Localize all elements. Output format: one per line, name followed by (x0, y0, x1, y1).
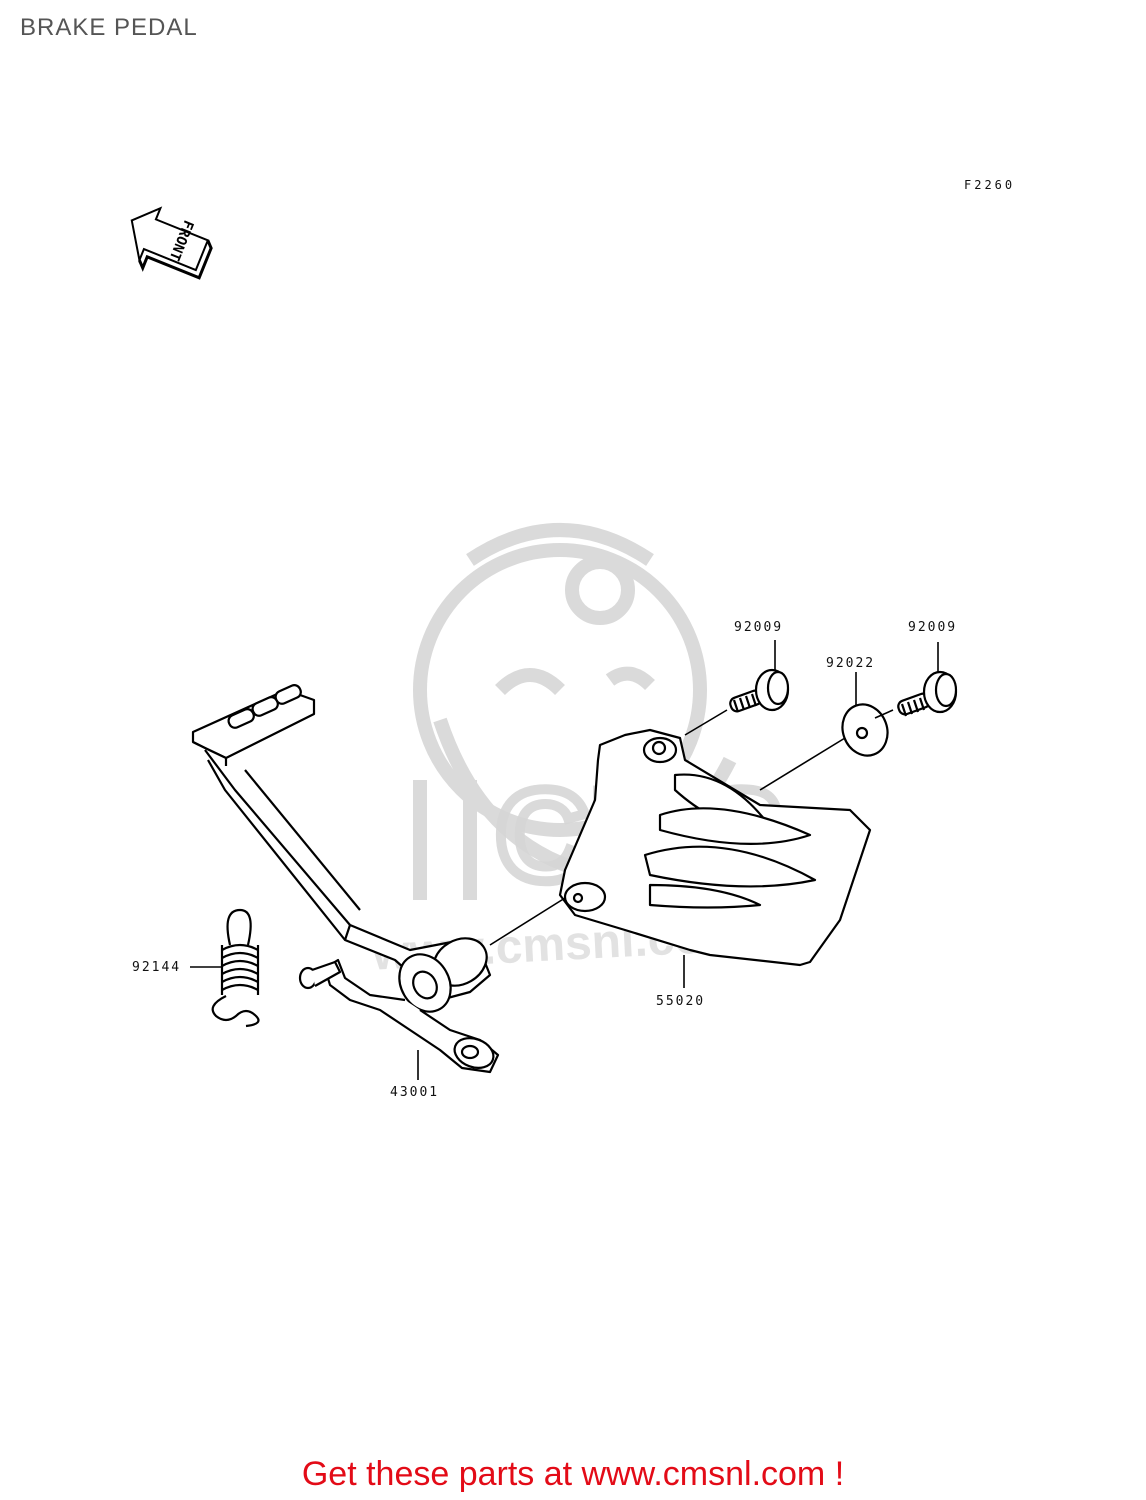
bolt-right-drawing (897, 670, 958, 717)
part-label-92022[interactable]: 92022 (826, 656, 876, 671)
part-label-92009-right[interactable]: 92009 (908, 620, 958, 635)
heel-guard-drawing (558, 728, 872, 967)
part-label-92144[interactable]: 92144 (132, 960, 182, 975)
return-spring-drawing (211, 908, 260, 1028)
front-arrow-icon: FRONT (130, 206, 213, 280)
page-title: BRAKE PEDAL (20, 14, 198, 41)
footer-shop-link[interactable]: Get these parts at www.cmsnl.com ! (301, 1455, 845, 1493)
leader-lines (190, 640, 939, 1080)
figure-code: F2260 (964, 178, 1016, 192)
part-label-92009-left[interactable]: 92009 (734, 620, 784, 635)
brake-pedal-drawing (191, 684, 500, 1074)
part-label-43001[interactable]: 43001 (390, 1085, 440, 1100)
part-label-55020[interactable]: 55020 (656, 994, 706, 1009)
washer-drawing (841, 703, 889, 757)
bolt-left-drawing (729, 668, 790, 713)
